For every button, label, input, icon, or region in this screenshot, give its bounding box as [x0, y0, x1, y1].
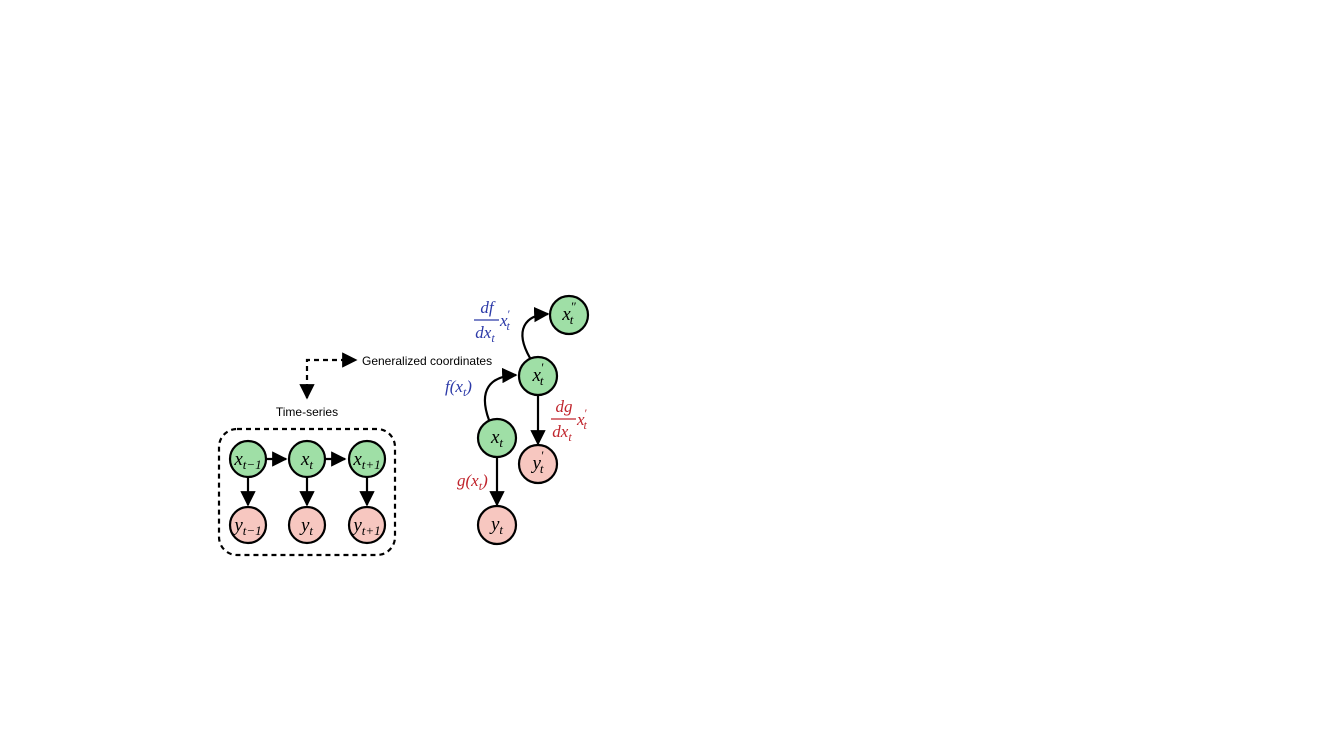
time-series-box [217, 427, 397, 557]
svg-text:yt−1: yt−1 [232, 515, 261, 538]
node-x-curr: xt [287, 439, 327, 479]
node-gen-x1: xt′ [517, 355, 559, 397]
eq-g: g(xt) [457, 471, 488, 493]
svg-text:xt″: xt″ [561, 299, 576, 327]
eq-dg: dg dxt xt′ [551, 397, 588, 444]
svg-text:dg: dg [556, 397, 573, 416]
edge-x0-x1 [483, 367, 518, 421]
node-x-next: xt+1 [347, 439, 387, 479]
eq-f: f(xt) [445, 377, 472, 399]
svg-text:xt: xt [490, 427, 503, 450]
generalized-coordinates-label: Generalized coordinates [362, 354, 492, 368]
node-y-curr: yt [287, 505, 327, 545]
svg-text:yt+1: yt+1 [351, 515, 380, 538]
time-series-edges [240, 451, 375, 507]
svg-text:g(xt): g(xt) [457, 471, 488, 493]
svg-text:yt: yt [299, 515, 313, 538]
node-gen-x2: xt″ [548, 294, 590, 336]
svg-text:xt′: xt′ [531, 360, 543, 388]
svg-text:xt+1: xt+1 [352, 449, 380, 472]
svg-text:xt: xt [300, 449, 313, 472]
dashed-connector [299, 352, 358, 400]
node-gen-y0: yt [476, 504, 518, 546]
node-y-next: yt+1 [347, 505, 387, 545]
eq-df: df dxt xt′ [474, 298, 511, 345]
time-series-label: Time-series [276, 405, 338, 419]
svg-text:xt−1: xt−1 [233, 449, 261, 472]
svg-text:yt: yt [489, 514, 503, 537]
svg-text:f(xt): f(xt) [445, 377, 472, 399]
svg-text:yt′: yt′ [530, 448, 543, 476]
svg-text:dxt: dxt [475, 323, 495, 345]
node-gen-y1: yt′ [517, 443, 559, 485]
generalized-edges [483, 306, 550, 507]
svg-text:dxt: dxt [552, 422, 572, 444]
svg-text:df: df [480, 298, 496, 317]
node-gen-x0: xt [476, 417, 518, 459]
svg-text:xt′: xt′ [576, 406, 588, 432]
edge-x1-x2 [521, 306, 550, 359]
node-y-prev: yt−1 [228, 505, 268, 545]
node-x-prev: xt−1 [228, 439, 268, 479]
svg-text:xt′: xt′ [499, 307, 511, 333]
